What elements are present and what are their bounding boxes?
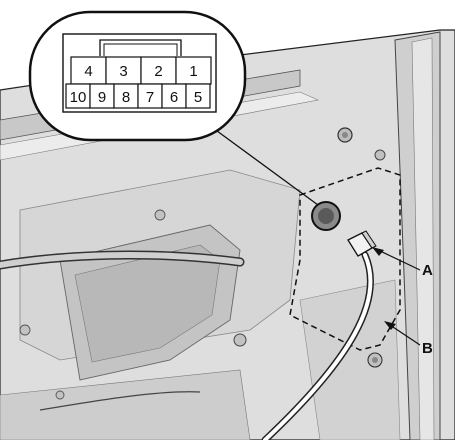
pin-label: 10	[70, 89, 87, 106]
connector-grommet	[311, 201, 341, 231]
pin-label: 1	[189, 63, 197, 80]
callout-a-label: A	[422, 262, 433, 279]
pin-label: 7	[146, 89, 154, 106]
inset-leader-line	[212, 127, 319, 206]
dashed-region-b	[289, 167, 401, 351]
pin-label: 6	[170, 89, 178, 106]
callout-b-label: B	[422, 340, 433, 357]
connector-bottom-row: 10 9 8 7 6 5	[65, 83, 211, 109]
pin-label: 3	[119, 63, 127, 80]
wire-harness	[0, 250, 245, 411]
pin-label: 9	[98, 89, 106, 106]
pin-label: 5	[194, 89, 202, 106]
connector-top-row: 4 3 2 1	[70, 56, 212, 85]
harness-cable-a	[261, 230, 377, 440]
callout-b: B	[384, 321, 433, 357]
connector-pinout-inset: 4 3 2 1 10 9 8 7 6 5	[28, 10, 247, 142]
pin-label: 2	[154, 63, 162, 80]
callout-a: A	[372, 247, 433, 279]
pin-label: 8	[122, 89, 130, 106]
pin-label: 4	[84, 63, 92, 80]
